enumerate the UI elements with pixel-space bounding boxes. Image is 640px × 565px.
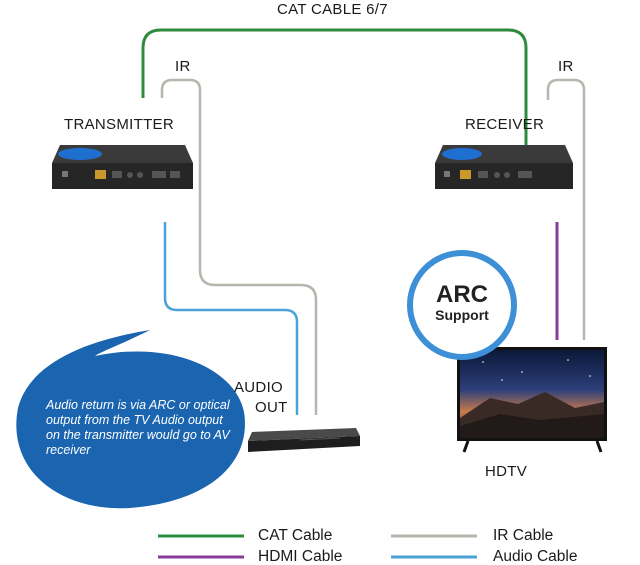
- legend-label-audio: Audio Cable: [493, 548, 578, 565]
- arc-badge-line2: Support: [435, 307, 489, 323]
- arc-badge-line1: ARC: [436, 281, 488, 308]
- arc-badge-text: ARC Support: [412, 282, 512, 324]
- legend-label-ir: IR Cable: [493, 527, 554, 544]
- transmitter-logo-badge: [58, 148, 102, 160]
- legend-label-hdmi: HDMI Cable: [258, 548, 343, 565]
- transmitter-label: TRANSMITTER: [64, 116, 174, 133]
- cat-cable-label: CAT CABLE 6/7: [277, 1, 388, 18]
- audio-out-label-line1: AUDIO: [234, 379, 284, 396]
- ir-left-label: IR: [175, 58, 191, 75]
- audio-player-device: [248, 428, 360, 452]
- callout-text: Audio return is via ARC or optical outpu…: [46, 398, 230, 457]
- cat-cable-line: [141, 28, 528, 145]
- receiver-label: RECEIVER: [465, 116, 545, 133]
- audio-out-label-line2: OUT: [255, 399, 288, 416]
- hdtv-device: [457, 347, 607, 453]
- audio-cable-line: [163, 222, 299, 415]
- receiver-device: [435, 145, 573, 189]
- ir-cable-left-line: [160, 78, 318, 415]
- ir-right-label: IR: [558, 58, 574, 75]
- legend-label-cat: CAT Cable: [258, 527, 333, 544]
- transmitter-device: [52, 145, 193, 189]
- receiver-logo-badge: [442, 148, 482, 160]
- callout-bubble: [16, 330, 245, 509]
- hdtv-label: HDTV: [485, 463, 528, 480]
- ir-cable-right-line: [546, 78, 586, 340]
- arc-support-badge: [407, 250, 517, 360]
